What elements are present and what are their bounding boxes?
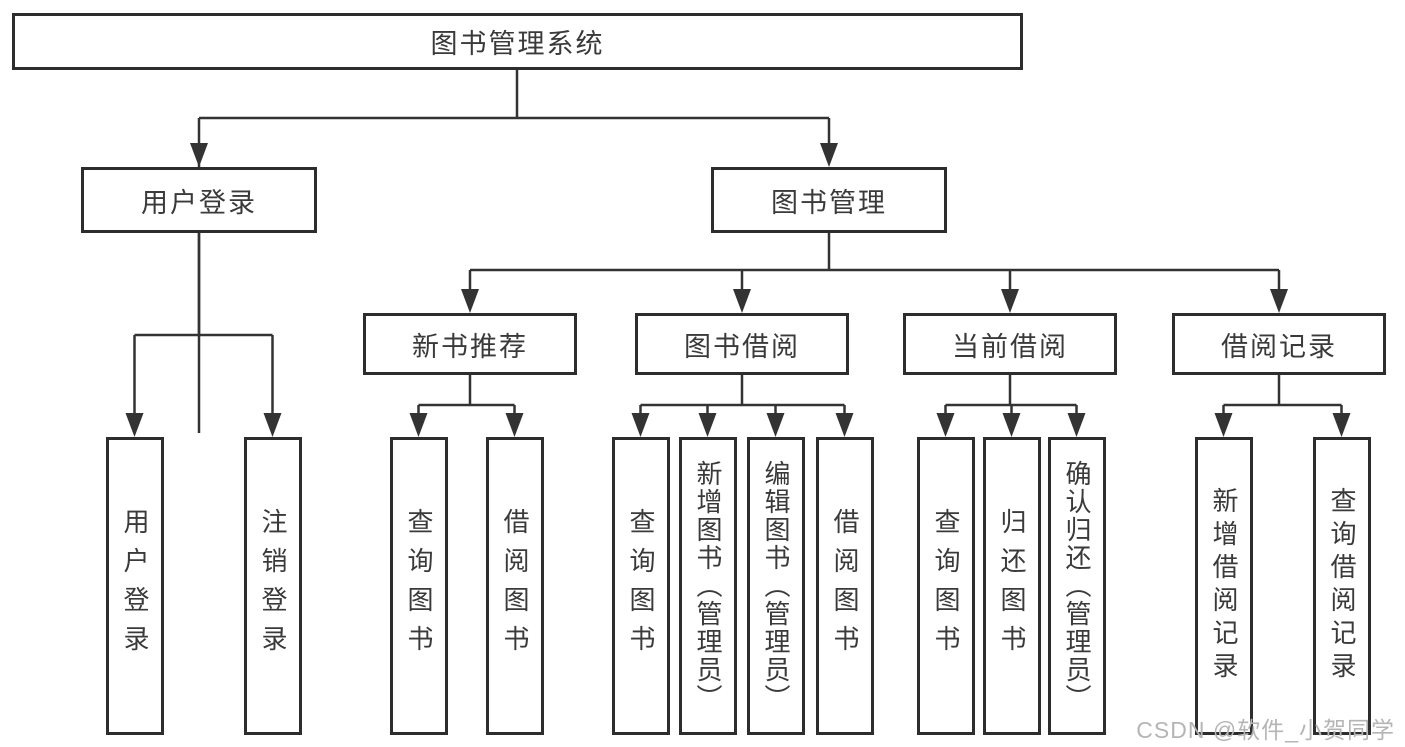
leaf-confirm-return-admin: 确认归还（管理员）	[1048, 437, 1106, 735]
leaf-user-login: 用户登录	[106, 437, 164, 735]
leaf-add-borrow-record: 新增借阅记录	[1195, 437, 1253, 735]
node-borrow-records: 借阅记录	[1172, 313, 1386, 375]
node-user-login-label: 用户登录	[141, 187, 257, 218]
node-root-label: 图书管理系统	[430, 29, 605, 59]
leaf-return-book-label: 归还图书	[997, 508, 1027, 664]
leaf-user-login-label: 用户登录	[120, 508, 150, 664]
leaf-borrow-books-label: 借阅图书	[830, 508, 860, 664]
node-new-book-recommend: 新书推荐	[363, 313, 577, 375]
leaf-confirm-return-admin-label: 确认归还（管理员）	[1062, 460, 1092, 712]
leaf-query-books-borrow-label: 查询图书	[626, 508, 656, 664]
node-current-borrow-label: 当前借阅	[952, 331, 1068, 362]
node-book-management: 图书管理	[711, 167, 947, 233]
node-new-book-recommend-label: 新书推荐	[412, 331, 528, 362]
leaf-add-borrow-record-label: 新增借阅记录	[1209, 487, 1239, 685]
leaf-query-books-recommend: 查询图书	[390, 437, 448, 735]
leaf-query-borrow-record-label: 查询借阅记录	[1327, 487, 1357, 685]
leaf-borrow-books: 借阅图书	[816, 437, 874, 735]
leaf-query-books-recommend-label: 查询图书	[404, 508, 434, 664]
leaf-query-books-current-label: 查询图书	[931, 508, 961, 664]
leaf-query-books-current: 查询图书	[917, 437, 975, 735]
leaf-add-book-admin: 新增图书（管理员）	[679, 437, 737, 735]
leaf-borrow-books-recommend-label: 借阅图书	[500, 508, 530, 664]
watermark-text: CSDN @软件_小贺同学	[1136, 717, 1395, 743]
node-current-borrow: 当前借阅	[903, 313, 1117, 375]
node-root-system: 图书管理系统	[12, 13, 1023, 70]
leaf-logout-label: 注销登录	[258, 508, 288, 664]
node-book-borrow-label: 图书借阅	[684, 331, 800, 362]
leaf-return-book: 归还图书	[983, 437, 1041, 735]
node-user-login: 用户登录	[81, 167, 317, 233]
node-book-management-label: 图书管理	[771, 187, 887, 218]
leaf-query-books-borrow: 查询图书	[612, 437, 670, 735]
leaf-edit-book-admin-label: 编辑图书（管理员）	[761, 460, 791, 712]
leaf-logout: 注销登录	[244, 437, 302, 735]
leaf-add-book-admin-label: 新增图书（管理员）	[693, 460, 723, 712]
node-borrow-records-label: 借阅记录	[1221, 331, 1337, 362]
leaf-borrow-books-recommend: 借阅图书	[486, 437, 544, 735]
node-book-borrow: 图书借阅	[635, 313, 849, 375]
leaf-query-borrow-record: 查询借阅记录	[1313, 437, 1371, 735]
leaf-edit-book-admin: 编辑图书（管理员）	[747, 437, 805, 735]
